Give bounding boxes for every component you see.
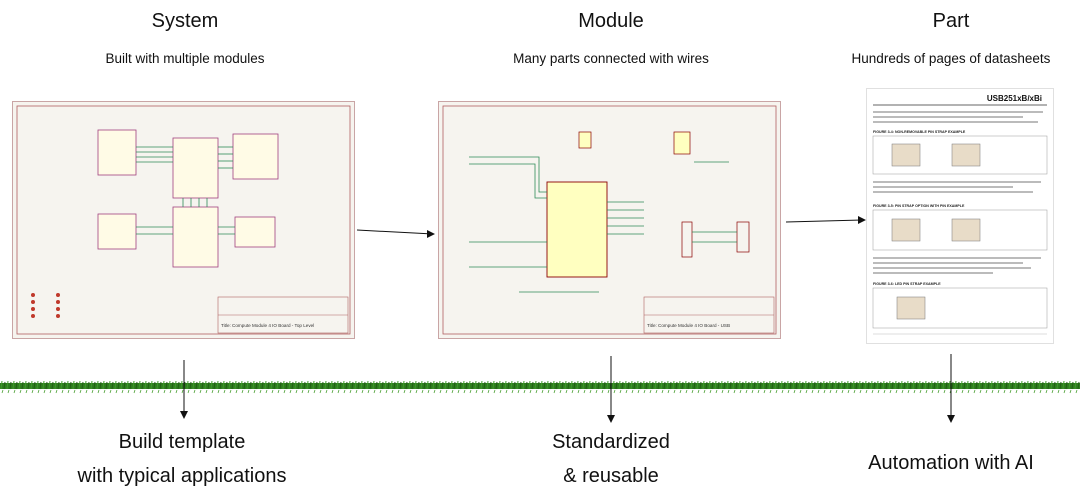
datasheet-figure-1: FIGURE 3-4: NON-REMOVABLE PIN STRAP EXAM… — [873, 130, 966, 134]
system-bottom-line-2: with typical applications — [77, 465, 287, 487]
datasheet-drawing: USB251xB/xBi FIGURE 3-4: NON-REMOVABLE P… — [872, 94, 1048, 335]
arrow-module-down — [607, 356, 615, 423]
part-bottom-line-1: Automation with AI — [868, 452, 1034, 474]
module-schematic: Title: Compute Module 4 IO Board - USB — [438, 101, 781, 339]
system-schematic-drawing: Title: Compute Module 4 IO Board - Top L… — [16, 105, 351, 335]
arrow-system-to-module — [356, 229, 435, 238]
module-bottom-label: Standardized & reusable — [461, 425, 761, 493]
system-subtitle: Built with multiple modules — [105, 51, 265, 66]
arrow-module-to-part — [785, 216, 866, 224]
module-schematic-drawing: Title: Compute Module 4 IO Board - USB — [442, 105, 777, 335]
grass-divider — [0, 378, 1080, 394]
module-title-block: Title: Compute Module 4 IO Board - USB — [647, 323, 730, 328]
part-bottom-label: Automation with AI — [801, 446, 1080, 480]
system-title-block: Title: Compute Module 4 IO Board - Top L… — [221, 323, 314, 328]
module-bottom-line-1: Standardized — [552, 431, 670, 453]
datasheet-page: USB251xB/xBi FIGURE 3-4: NON-REMOVABLE P… — [866, 88, 1054, 344]
part-title: Part — [932, 10, 970, 32]
module-title: Module — [578, 10, 644, 32]
datasheet-header: USB251xB/xBi — [987, 94, 1042, 103]
arrow-system-down — [180, 360, 188, 419]
system-bottom-label: Build template with typical applications — [32, 425, 332, 493]
module-subtitle: Many parts connected with wires — [513, 51, 709, 66]
system-bottom-line-1: Build template — [118, 431, 246, 453]
system-title: System — [151, 10, 219, 32]
arrow-part-down — [947, 354, 955, 423]
system-schematic: Title: Compute Module 4 IO Board - Top L… — [12, 101, 355, 339]
part-subtitle: Hundreds of pages of datasheets — [851, 51, 1051, 66]
module-bottom-line-2: & reusable — [563, 465, 659, 487]
datasheet-figure-3: FIGURE 3-6: LED PIN STRAP EXAMPLE — [873, 282, 941, 286]
datasheet-figure-2: FIGURE 3-5: PIN STRAP OPTION WITH PIN EX… — [873, 204, 965, 208]
